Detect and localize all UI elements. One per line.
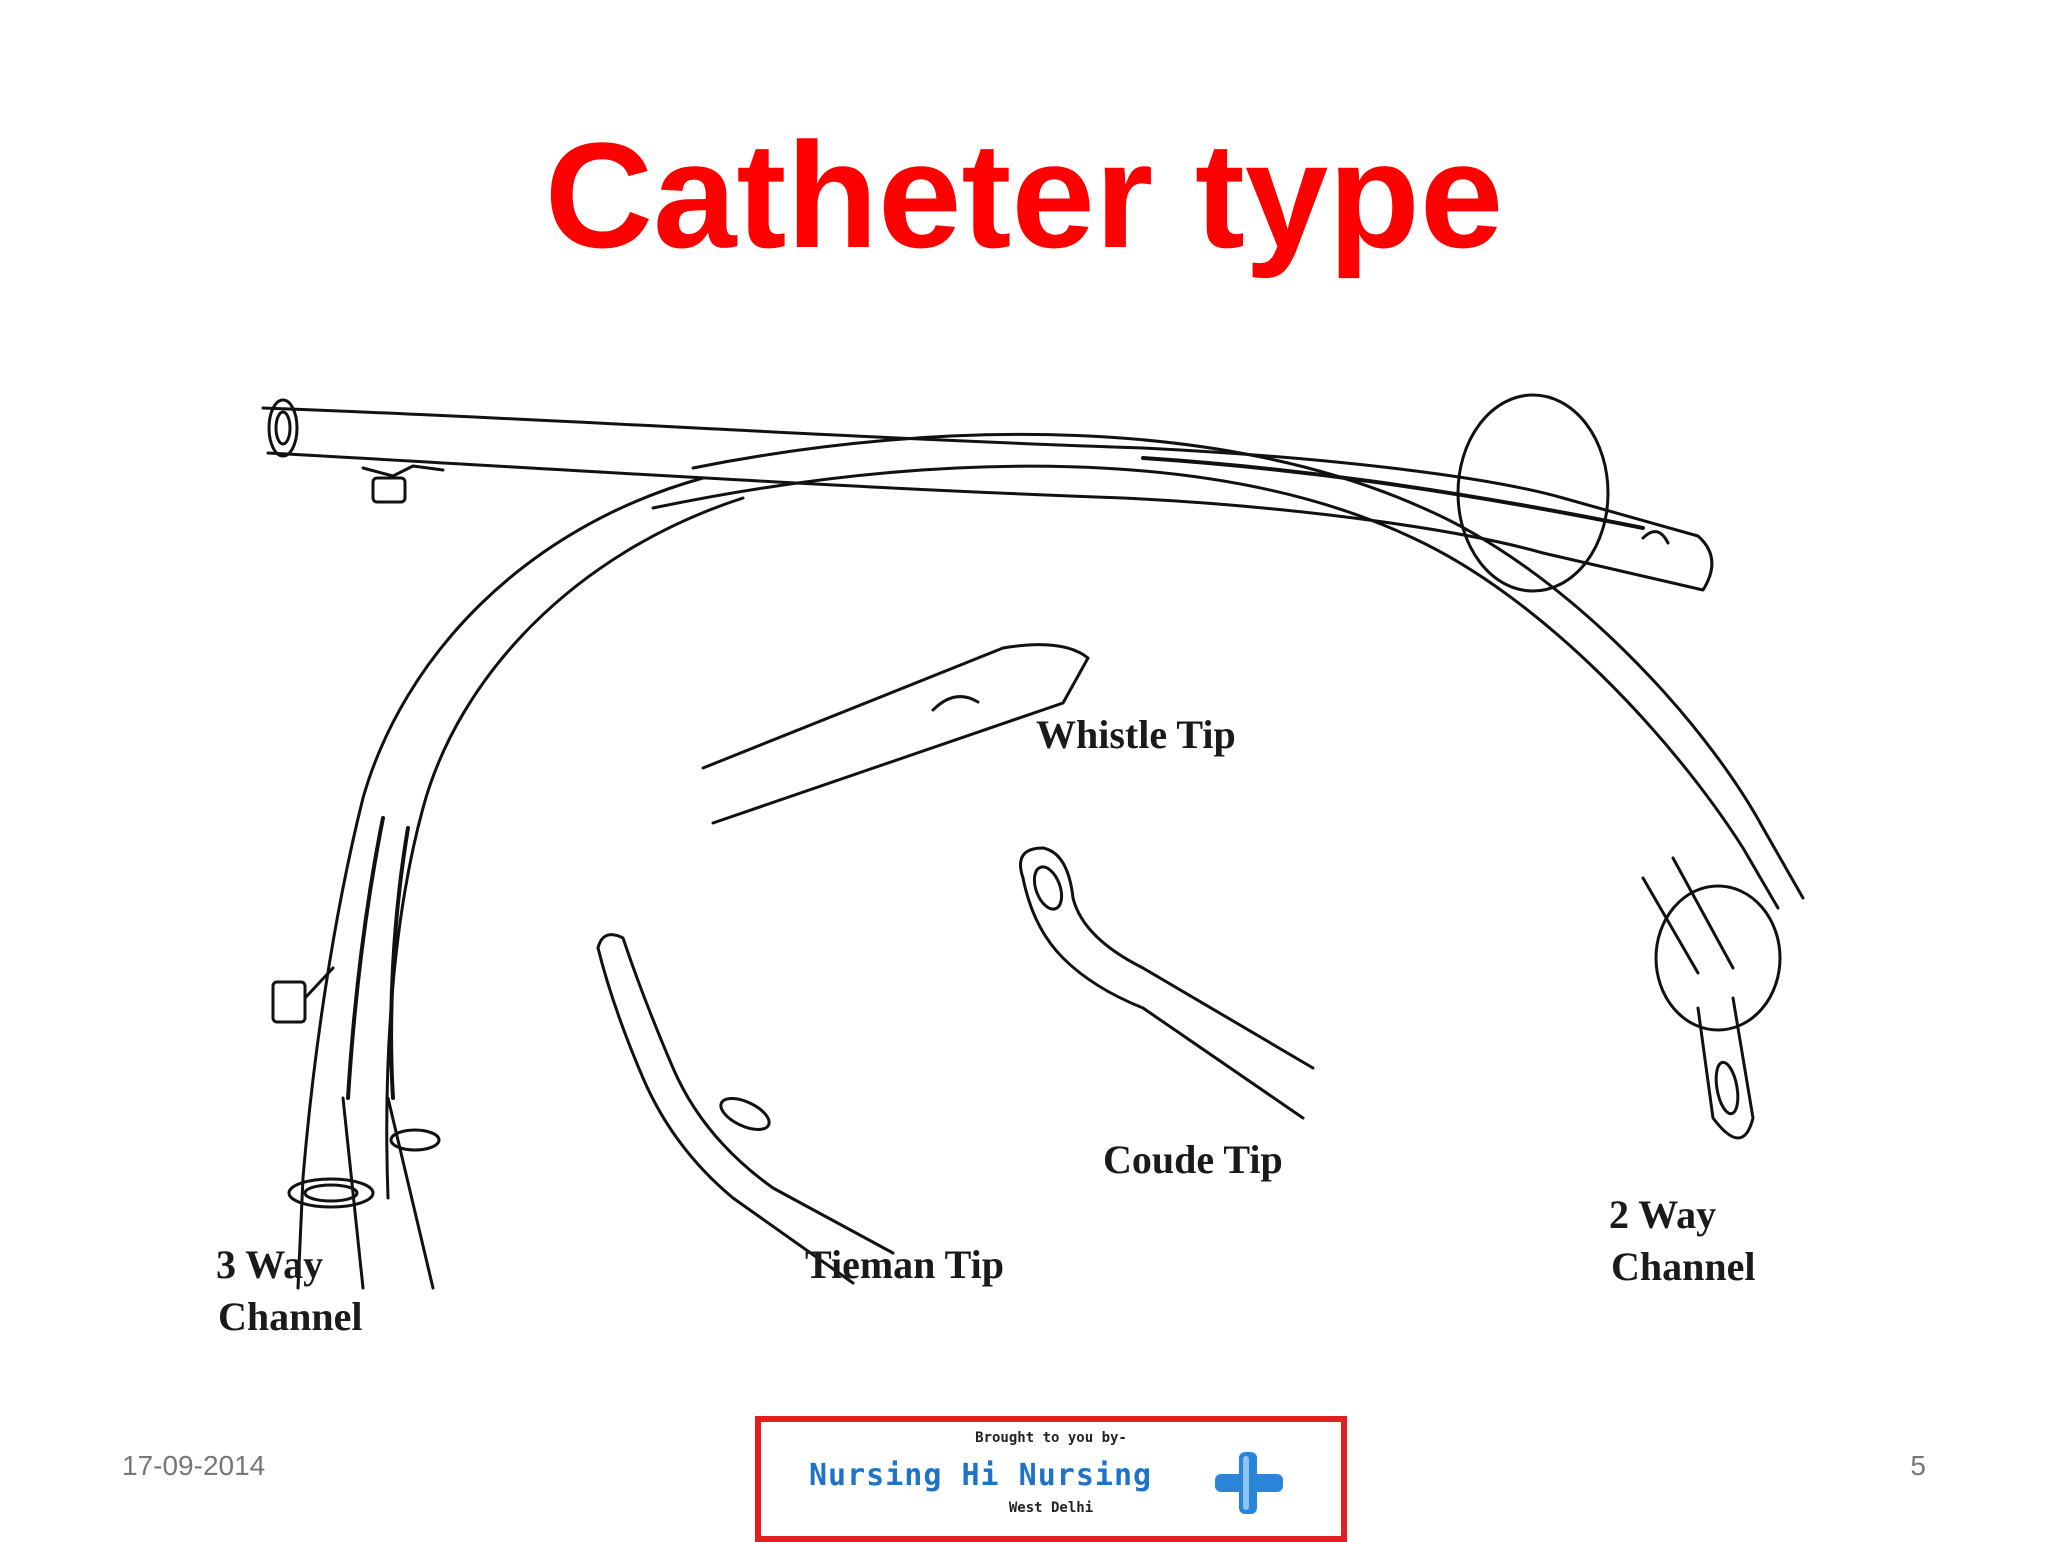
slide-title: Catheter type: [544, 111, 1504, 279]
three-way-shaft-inner: [385, 496, 745, 1200]
tieman-tip-inner: [596, 946, 855, 1285]
three-way-top-opening: [267, 398, 299, 458]
three-way-side-port: [303, 966, 335, 1000]
slide-page-number: 5: [1910, 1450, 1926, 1481]
three-way-branch-left: [296, 1176, 305, 1290]
three-way-opening-main: [287, 1177, 375, 1209]
three-way-channel-2: [389, 826, 410, 1100]
three-way-shaft-outer: [301, 476, 705, 1180]
whistle-tip-eye: [931, 695, 980, 712]
logo-top-text: Brought to you by-: [975, 1430, 1127, 1446]
medical-cross-icon: [1215, 1452, 1283, 1514]
catheter-drawing: Whistle Tip Coude Tip Tieman Tip 3 Way C…: [216, 393, 1805, 1339]
three-way-top-port: [361, 464, 445, 478]
whistle-tip-label: Whistle Tip: [1036, 712, 1236, 757]
three-way-top-balloon: [1456, 393, 1610, 593]
three-way-branch-mid: [341, 1096, 365, 1290]
tieman-tip-eyelet: [719, 1097, 771, 1131]
logo-main-text: Nursing Hi Nursing: [809, 1458, 1153, 1493]
three-way-opening-main-inner: [303, 1183, 359, 1203]
two-way-label-line1: 2 Way: [1609, 1192, 1716, 1237]
nursing-hi-nursing-logo: Brought to you by- Nursing Hi Nursing We…: [755, 1416, 1347, 1542]
three-way-top-outer: [261, 406, 1714, 592]
two-way-tip: [1696, 996, 1755, 1140]
three-way-branch-right: [386, 1096, 435, 1290]
three-way-channel-1: [346, 816, 385, 1100]
three-way-label-line1: 3 Way: [216, 1242, 323, 1287]
coude-tip-outer: [1019, 846, 1315, 1070]
coude-tip-inner: [1021, 876, 1305, 1120]
two-way-shaft-lower-b: [1641, 876, 1700, 975]
three-way-label-line2: Channel: [218, 1294, 363, 1339]
two-way-label-line2: Channel: [1611, 1244, 1756, 1289]
three-way-top-inner: [266, 451, 1545, 555]
three-way-top-eye: [1641, 530, 1670, 545]
two-way-eyelet: [1714, 1060, 1740, 1116]
catheter-illustration: Whistle Tip Coude Tip Tieman Tip 3 Way C…: [216, 358, 1805, 1370]
two-way-balloon: [1654, 884, 1782, 1032]
slide-date: 17-09-2014: [122, 1450, 266, 1481]
whistle-tip-top: [701, 643, 1090, 825]
three-way-top-channel-line: [1141, 456, 1645, 530]
tieman-tip-label: Tieman Tip: [805, 1242, 1004, 1287]
tieman-tip-outer: [596, 933, 895, 1255]
logo-bottom-text: West Delhi: [1008, 1500, 1094, 1516]
three-way-top-opening-inner: [274, 410, 292, 446]
three-way-top-valve: [371, 476, 407, 504]
two-way-catheter-outer: [691, 432, 1805, 900]
coude-tip-label: Coude Tip: [1103, 1137, 1283, 1182]
coude-tip-eyelet: [1032, 865, 1064, 911]
two-way-shaft-lower-a: [1671, 856, 1735, 970]
three-way-opening-side: [389, 1128, 441, 1152]
two-way-catheter-inner: [651, 464, 1780, 910]
three-way-side-valve: [271, 980, 307, 1024]
